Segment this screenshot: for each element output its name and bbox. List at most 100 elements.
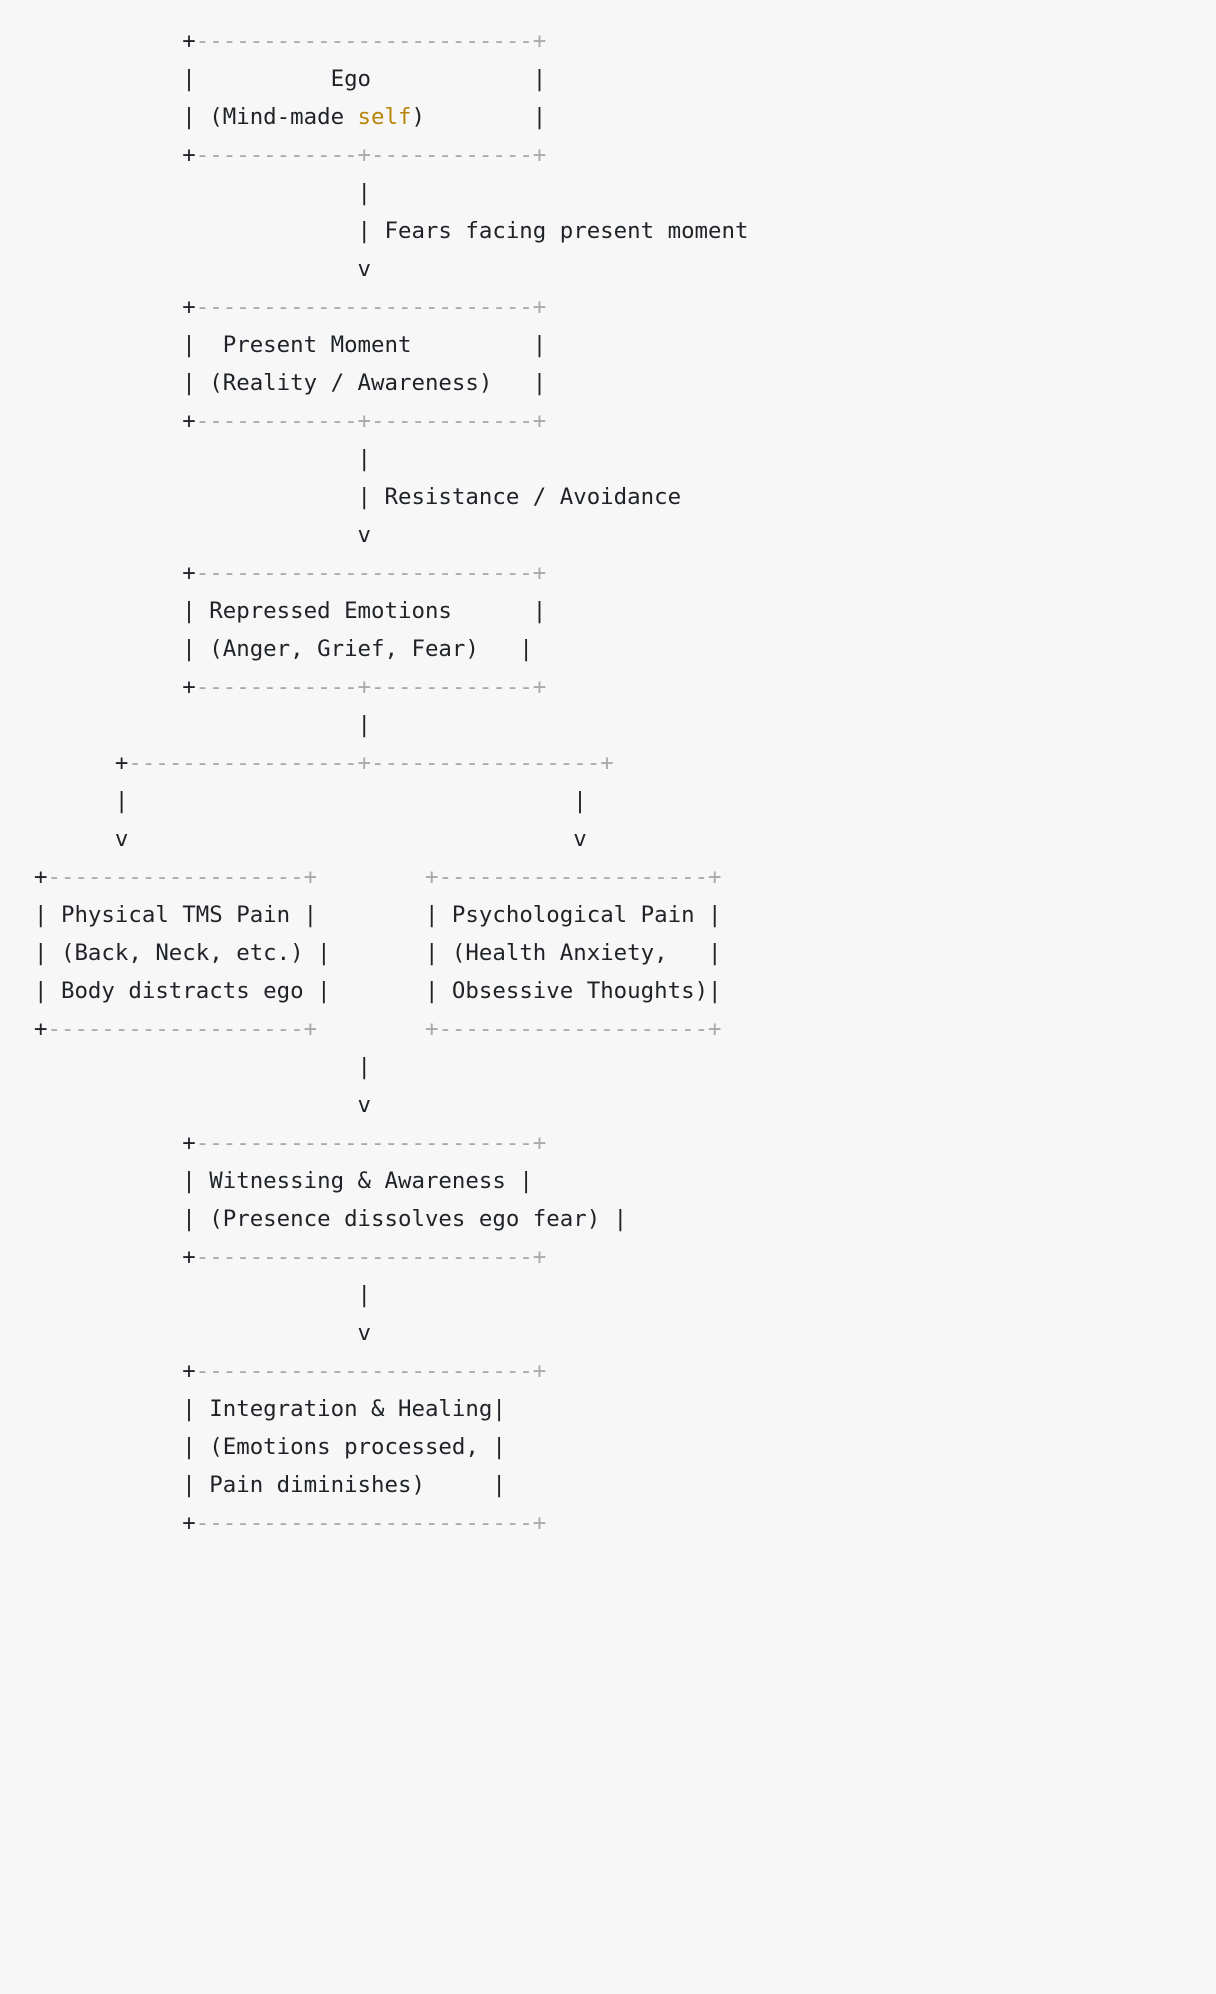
ascii-text: + <box>182 142 196 168</box>
ascii-text <box>34 750 115 776</box>
ascii-line: +-------------------------+ <box>34 1244 546 1270</box>
ascii-text <box>317 1016 425 1042</box>
ascii-text: Present Moment <box>195 332 533 358</box>
ascii-art-flowchart: +-------------------------+ | Ego | | (M… <box>0 22 1216 1542</box>
ascii-text: | <box>182 1396 196 1422</box>
ascii-text: | <box>532 598 547 624</box>
ascii-text <box>34 142 182 168</box>
ascii-text: | <box>613 1206 628 1232</box>
box-rule: ------------ <box>195 674 358 700</box>
ascii-text: | <box>357 1282 372 1308</box>
ascii-line: | (Back, Neck, etc.) | | (Health Anxiety… <box>34 940 722 966</box>
ascii-text <box>34 256 358 282</box>
box-rule: + <box>532 408 547 434</box>
ascii-text: | <box>708 978 722 1004</box>
ascii-text: | <box>34 940 48 966</box>
ascii-text: | <box>182 370 196 396</box>
ascii-line: v <box>34 256 371 282</box>
ascii-text: + <box>182 28 196 54</box>
ascii-text: | <box>424 902 439 928</box>
ascii-text: + <box>182 560 196 586</box>
box-rule: + <box>532 1130 547 1156</box>
ascii-text: | <box>357 446 372 472</box>
ascii-text: + <box>182 1130 196 1156</box>
box-rule: + <box>532 1244 547 1270</box>
ascii-text <box>34 826 115 852</box>
ascii-line: | Body distracts ego | | Obsessive Thoug… <box>34 978 722 1004</box>
ascii-text <box>34 408 182 434</box>
ascii-text: | <box>303 902 318 928</box>
ascii-line: +------------+------------+ <box>34 408 546 434</box>
ascii-text: | <box>114 788 129 814</box>
ascii-text <box>34 1358 182 1384</box>
box-rule: + <box>357 408 372 434</box>
ascii-text <box>34 28 182 54</box>
box-rule: + <box>303 1016 318 1042</box>
ascii-line: | Fears facing present moment <box>34 218 749 244</box>
ascii-text <box>425 104 533 130</box>
ascii-text: | <box>532 66 547 92</box>
ascii-text <box>34 1130 182 1156</box>
ascii-text: | <box>708 940 722 966</box>
ascii-line: v <box>34 1320 371 1346</box>
ascii-text <box>34 674 182 700</box>
box-rule: + <box>532 28 547 54</box>
box-rule: + <box>357 674 372 700</box>
ascii-line: +-------------------------+ <box>34 28 546 54</box>
ascii-line: v <box>34 522 371 548</box>
ascii-text: | <box>182 598 196 624</box>
ascii-line: | (Mind-made self) | <box>34 104 546 130</box>
ascii-line: | <box>34 180 371 206</box>
box-rule: + <box>708 864 722 890</box>
ascii-text: + <box>182 294 196 320</box>
ascii-text <box>34 446 358 472</box>
ascii-line: | Present Moment | <box>34 332 546 358</box>
ascii-text <box>34 1206 182 1232</box>
ascii-text <box>128 788 573 814</box>
ascii-line: | <box>34 446 371 472</box>
box-rule: + <box>532 560 547 586</box>
ascii-line: | (Presence dissolves ego fear) | <box>34 1206 627 1232</box>
box-rule: + <box>357 750 372 776</box>
ascii-text: + <box>34 864 48 890</box>
ascii-text <box>331 940 425 966</box>
ascii-text: | <box>34 978 48 1004</box>
ascii-text: | <box>182 66 196 92</box>
ascii-line: | <box>34 1282 371 1308</box>
ascii-line: | | <box>34 788 587 814</box>
ascii-line: | Integration & Healing| <box>34 1396 506 1422</box>
ascii-text: Witnessing & Awareness <box>195 1168 520 1194</box>
ascii-text <box>34 636 182 662</box>
ascii-text <box>34 1320 358 1346</box>
ascii-line: +-------------------------+ <box>34 1358 546 1384</box>
ascii-text: + <box>34 1016 48 1042</box>
ascii-text: + <box>182 1358 196 1384</box>
ascii-text: | <box>182 1434 196 1460</box>
ascii-text <box>34 66 182 92</box>
ascii-text: ) <box>411 104 425 130</box>
box-rule: -------------------- <box>438 864 709 890</box>
box-rule: ------------------------- <box>195 294 533 320</box>
ascii-text <box>317 902 425 928</box>
ascii-text <box>34 788 115 814</box>
ascii-line: +-------------------+ +-----------------… <box>34 864 722 890</box>
box-rule: -------------------- <box>438 1016 709 1042</box>
box-rule: ------------ <box>371 674 533 700</box>
box-rule: + <box>532 294 547 320</box>
box-rule: + <box>424 1016 439 1042</box>
ascii-line: +-----------------+-----------------+ <box>34 750 614 776</box>
ascii-text: + <box>182 1510 196 1536</box>
ascii-text: + <box>182 1244 196 1270</box>
box-rule: + <box>532 1358 547 1384</box>
ascii-text: | <box>182 636 196 662</box>
ascii-text: | <box>182 1206 196 1232</box>
ascii-text: | <box>708 902 722 928</box>
ascii-text: | <box>492 1472 506 1498</box>
ascii-text: (Emotions processed, <box>195 1434 493 1460</box>
ascii-text: | <box>492 1434 506 1460</box>
ascii-text: | <box>424 978 439 1004</box>
ascii-text: Pain diminishes) <box>195 1472 493 1498</box>
ascii-text: (Back, Neck, etc.) <box>47 940 318 966</box>
ascii-line: +------------+------------+ <box>34 142 546 168</box>
ascii-text: Ego <box>195 66 533 92</box>
